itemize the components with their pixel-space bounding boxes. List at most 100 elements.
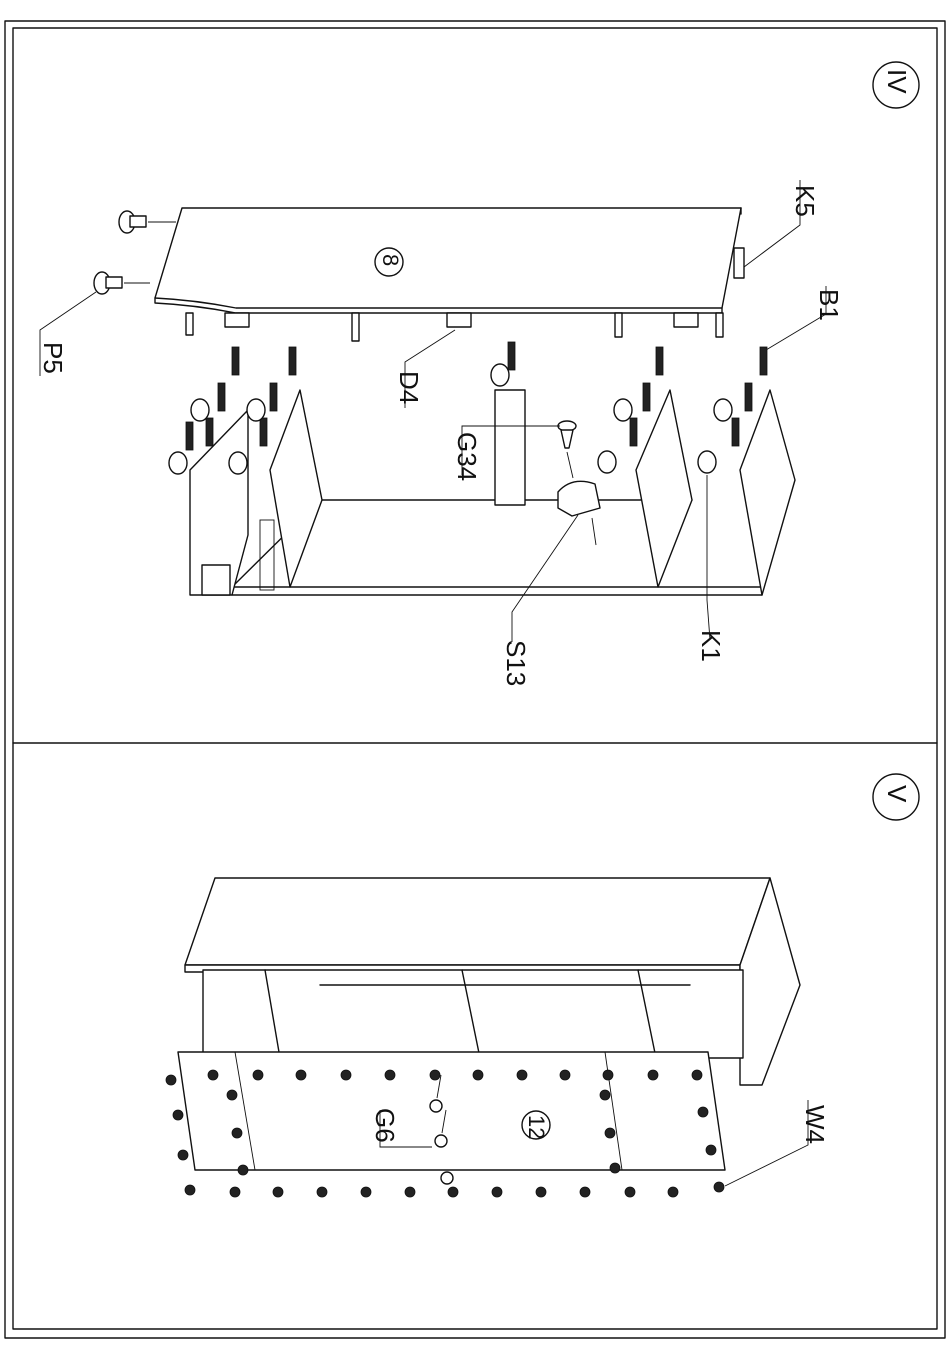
nail-icon [492, 1187, 502, 1197]
cam-lock-icon [229, 452, 247, 474]
nail-icon [227, 1090, 237, 1100]
panel-number: 12 [524, 1115, 549, 1139]
screw-arrow [567, 452, 573, 478]
nail-icon [714, 1182, 724, 1192]
nail-icon [648, 1070, 658, 1080]
dowel-pin [716, 313, 723, 337]
nail-icon [361, 1187, 371, 1197]
nail-icon [166, 1075, 176, 1085]
nail-icon [610, 1163, 620, 1173]
bolt-icon [260, 418, 267, 446]
bolt-icon [745, 383, 752, 411]
nail-icon [341, 1070, 351, 1080]
nail-icon [253, 1070, 263, 1080]
step-v: V 12 [166, 774, 919, 1197]
screw-icon [441, 1172, 453, 1184]
nail-icon [600, 1090, 610, 1100]
cam-lock-icon [247, 399, 265, 421]
bolt-icon [232, 347, 239, 375]
bracket-s13: S13 [501, 481, 600, 686]
nail-icon [448, 1187, 458, 1197]
knob-p5: P5 [38, 211, 176, 376]
back-panel: 12 [178, 1052, 725, 1170]
leader-line [725, 1100, 808, 1186]
nail-icon [238, 1165, 248, 1175]
cam-lock-icon [491, 364, 509, 386]
nail-icon [208, 1070, 218, 1080]
nail-icon [385, 1070, 395, 1080]
bolt-icon [270, 383, 277, 411]
cam-lock-icon [169, 452, 187, 474]
right-divider [636, 390, 692, 587]
label-k5: K5 [790, 185, 820, 217]
hinge-plate [447, 313, 471, 327]
cabinet-back-opening [203, 970, 743, 1058]
screw-icon [430, 1100, 442, 1112]
bolt-icon [218, 383, 225, 411]
cam-lock-icon [598, 451, 616, 473]
knob-stem [130, 216, 146, 227]
hinge-plate [225, 313, 249, 327]
step-v-number: V [882, 785, 912, 803]
bolt-icon [186, 422, 193, 450]
dowel-pin [186, 313, 193, 335]
nail-icon [560, 1070, 570, 1080]
nail-icon [232, 1128, 242, 1138]
nail-icon [668, 1187, 678, 1197]
nail-icon [273, 1187, 283, 1197]
bolt-icon [656, 347, 663, 375]
cam-lock-icon [614, 399, 632, 421]
cabinet-top-face [185, 878, 770, 965]
cam-lock-icon [191, 399, 209, 421]
nail-icon [230, 1187, 240, 1197]
label-s13: S13 [501, 640, 531, 686]
leader-line [707, 475, 710, 640]
label-p5: P5 [38, 342, 68, 374]
screw-thread [561, 430, 573, 448]
nail-icon [580, 1187, 590, 1197]
nail-icon [178, 1150, 188, 1160]
nail-icon [698, 1107, 708, 1117]
nail-icon [173, 1110, 183, 1120]
nail-icon [517, 1070, 527, 1080]
nail-icon [430, 1070, 440, 1080]
bolt-icon [206, 418, 213, 446]
label-k1: K1 [696, 630, 726, 662]
label-g6: G6 [370, 1108, 400, 1143]
center-post [495, 390, 525, 505]
dowel-pin [615, 313, 622, 337]
nail-icon [692, 1070, 702, 1080]
leader-line [512, 515, 578, 642]
door-block [202, 565, 230, 595]
panel-number: 8 [378, 254, 403, 266]
nail-icon [625, 1187, 635, 1197]
connector-k5 [734, 248, 744, 278]
label-g34: G34 [452, 432, 482, 481]
top-panel-face [155, 208, 741, 308]
step-iv-number: IV [882, 69, 912, 94]
nail-icon [536, 1187, 546, 1197]
cam-lock-icon [698, 451, 716, 473]
bracket-arrow [592, 518, 596, 545]
step-iv: IV 8 P5 [38, 62, 919, 686]
nail-icon [706, 1145, 716, 1155]
nail-icon [473, 1070, 483, 1080]
bolt-icon [732, 418, 739, 446]
top-panel: 8 [155, 208, 741, 341]
bottom-board [232, 587, 762, 595]
cam-lock-icon [714, 399, 732, 421]
right-side-panel [740, 390, 795, 595]
bolt-icon [760, 347, 767, 375]
label-w4: W4 [800, 1105, 830, 1144]
nail-icon [603, 1070, 613, 1080]
nail-icon [296, 1070, 306, 1080]
left-divider [270, 390, 322, 587]
nail-icon [185, 1185, 195, 1195]
back-panel-face [178, 1052, 725, 1170]
screw-icon [435, 1135, 447, 1147]
bolt-icon [630, 418, 637, 446]
cabinet-carcass [190, 390, 795, 595]
knob-stem [106, 277, 122, 288]
bolt-icon [508, 342, 515, 370]
